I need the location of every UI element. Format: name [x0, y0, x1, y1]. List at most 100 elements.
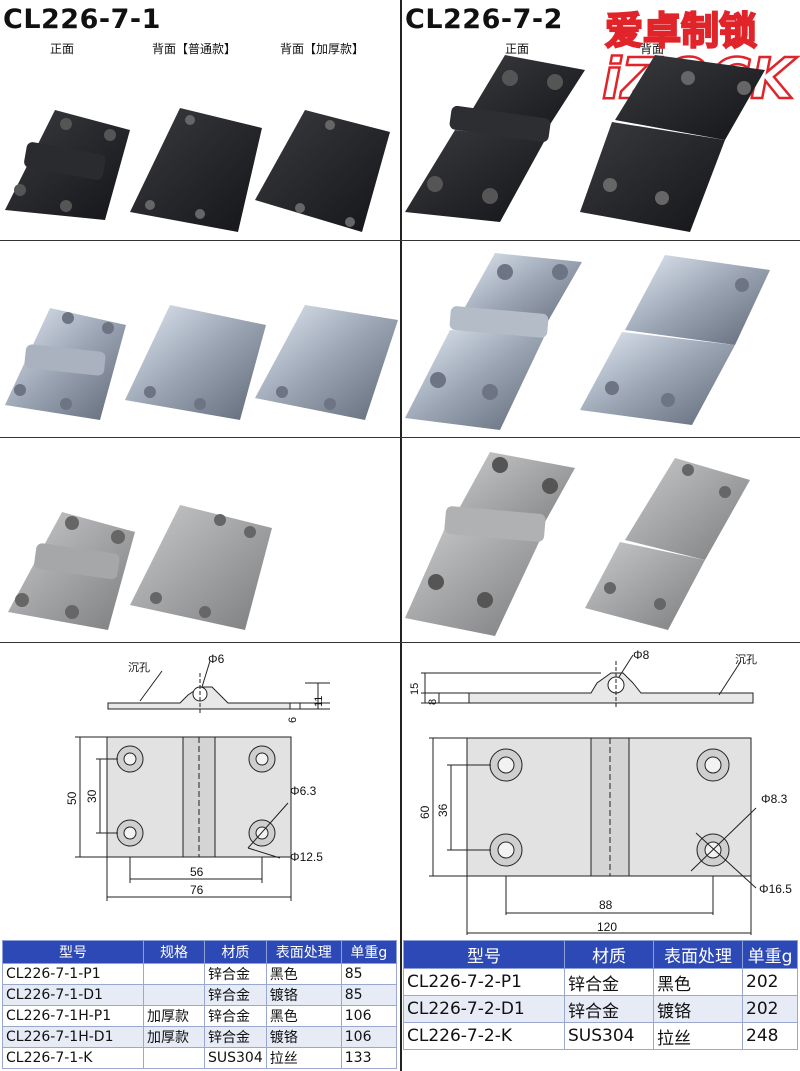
table-cell: 锌合金 — [204, 1026, 267, 1048]
table-cell: 202 — [742, 995, 798, 1023]
product-photos — [5, 55, 770, 636]
right-header-model: 型号 — [403, 940, 565, 969]
right-pin-dia: Φ8 — [633, 648, 650, 662]
table-cell: 248 — [742, 1022, 798, 1050]
table-cell — [143, 963, 205, 985]
label-front-right: 正面 — [505, 42, 530, 56]
left-spec-table: 型号 规格 材质 表面处理 单重g CL226-7-1-P1 锌合金 黑色 85… — [2, 940, 398, 1069]
right-hole-spacing-h: 88 — [599, 898, 613, 912]
black-back-large — [580, 55, 765, 232]
left-height: 50 — [65, 791, 79, 805]
chrome-front-large — [405, 253, 582, 430]
table-cell: 拉丝 — [653, 1022, 743, 1050]
table-cell — [143, 984, 205, 1006]
table-cell: 黑色 — [653, 968, 743, 996]
table-cell: CL226-7-2-D1 — [403, 995, 565, 1023]
left-pin-dia: Φ6 — [208, 652, 225, 666]
right-hole-spacing-v: 36 — [436, 803, 450, 817]
table-cell: 镀铬 — [265, 984, 342, 1006]
table-row: CL226-7-1-P1 锌合金 黑色 85 — [2, 963, 398, 985]
table-cell: 黑色 — [265, 1005, 342, 1027]
label-front-left: 正面 — [50, 42, 75, 56]
drawing-right: 沉孔 Φ8 15 8 60 36 Φ8.3 Φ16.5 88 120 — [409, 648, 792, 935]
right-csk-dia: Φ16.5 — [759, 882, 792, 896]
table-cell: CL226-7-1-D1 — [2, 984, 144, 1006]
table-cell: CL226-7-1H-D1 — [2, 1026, 144, 1048]
table-cell: 加厚款 — [143, 1005, 205, 1027]
chrome-back-thick — [255, 305, 398, 420]
steel-back-large — [585, 458, 750, 630]
left-header-spec: 规格 — [143, 940, 205, 964]
table-cell: 拉丝 — [265, 1047, 342, 1069]
table-cell: 锌合金 — [204, 1005, 267, 1027]
table-row: CL226-7-1-D1 锌合金 镀铬 85 — [2, 984, 398, 1006]
left-hole-dia: Φ6.3 — [290, 784, 317, 798]
table-cell: SUS304 — [564, 1022, 654, 1050]
row-divider-2 — [0, 437, 800, 438]
table-cell: 锌合金 — [564, 995, 654, 1023]
right-countersink-label: 沉孔 — [735, 653, 757, 666]
table-row: CL226-7-1H-P1 加厚款 锌合金 黑色 106 — [2, 1005, 398, 1027]
table-row: CL226-7-1H-D1 加厚款 锌合金 镀铬 106 — [2, 1026, 398, 1048]
row-divider-1 — [0, 240, 800, 241]
table-cell: 133 — [340, 1047, 398, 1069]
left-header-weight: 单重g — [340, 940, 398, 964]
row-divider-3 — [0, 642, 800, 643]
right-height-total: 15 — [409, 683, 421, 695]
right-header-material: 材质 — [564, 940, 654, 969]
left-csk-dia: Φ12.5 — [290, 850, 323, 864]
table-cell — [143, 1047, 205, 1069]
chrome-front-small — [5, 308, 126, 420]
right-hole-dia: Φ8.3 — [761, 792, 788, 806]
black-back-thick — [255, 110, 390, 232]
label-back-thick: 背面【加厚款】 — [280, 42, 365, 56]
right-header-finish: 表面处理 — [653, 940, 743, 969]
left-title: CL226-7-1 — [3, 4, 161, 35]
left-hole-spacing-v: 30 — [85, 789, 99, 803]
table-cell: 黑色 — [265, 963, 342, 985]
left-width: 76 — [190, 883, 204, 897]
left-header-finish: 表面处理 — [265, 940, 342, 964]
table-cell: CL226-7-1H-P1 — [2, 1005, 144, 1027]
table-cell: 锌合金 — [204, 963, 267, 985]
right-header-weight: 单重g — [742, 940, 798, 969]
right-width: 120 — [597, 920, 617, 934]
table-cell: 106 — [340, 1005, 398, 1027]
table-cell: 85 — [340, 963, 398, 985]
right-height: 60 — [418, 805, 432, 819]
right-thickness: 8 — [427, 699, 439, 705]
left-header-model: 型号 — [2, 940, 144, 964]
table-cell: 85 — [340, 984, 398, 1006]
table-cell: SUS304 — [204, 1047, 267, 1069]
black-front-large — [405, 55, 585, 222]
drawing-left: 沉孔 Φ6 6 11 50 30 Φ6.3 Φ12.5 56 76 — [65, 652, 330, 901]
table-cell: 锌合金 — [564, 968, 654, 996]
table-cell: CL226-7-1-K — [2, 1047, 144, 1069]
left-countersink-label: 沉孔 — [128, 661, 150, 674]
table-row: CL226-7-2-P1 锌合金 黑色 202 — [403, 968, 798, 996]
table-cell: 镀铬 — [265, 1026, 342, 1048]
steel-front-small — [8, 512, 135, 630]
black-back-standard — [130, 108, 262, 232]
center-divider — [400, 0, 402, 1071]
table-cell: 镀铬 — [653, 995, 743, 1023]
label-back-standard: 背面【普通款】 — [152, 42, 237, 56]
left-hole-spacing-h: 56 — [190, 865, 204, 879]
steel-front-large — [405, 452, 575, 636]
table-cell: 加厚款 — [143, 1026, 205, 1048]
left-thickness: 6 — [287, 717, 299, 723]
label-back-right: 背面 — [640, 42, 665, 56]
table-cell: CL226-7-2-P1 — [403, 968, 565, 996]
table-cell: 锌合金 — [204, 984, 267, 1006]
table-cell: 202 — [742, 968, 798, 996]
left-height-total: 11 — [313, 696, 325, 707]
table-row: CL226-7-2-K SUS304 拉丝 248 — [403, 1022, 798, 1050]
logo-chinese: 爱卓制锁 — [605, 9, 757, 53]
chrome-back-large — [580, 255, 770, 425]
table-row: CL226-7-1-K SUS304 拉丝 133 — [2, 1047, 398, 1069]
table-cell: 106 — [340, 1026, 398, 1048]
black-front-small — [5, 110, 130, 220]
table-row: CL226-7-2-D1 锌合金 镀铬 202 — [403, 995, 798, 1023]
left-header-material: 材质 — [204, 940, 267, 964]
table-cell: CL226-7-2-K — [403, 1022, 565, 1050]
